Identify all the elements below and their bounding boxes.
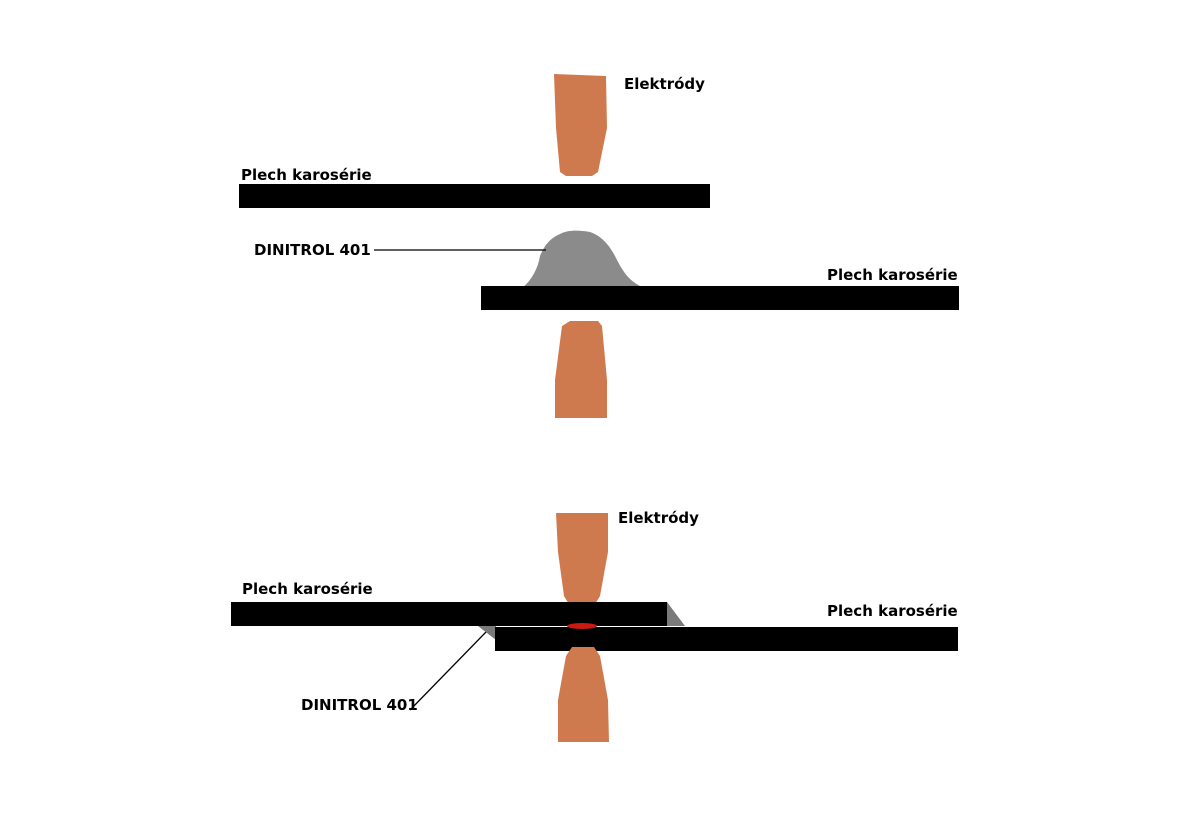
bottom-lower-sheet [495,627,958,651]
bottom-sealant-label: DINITROL 401 [301,696,418,714]
bottom-diagram: Elektródy Plech karosérie Plech karoséri… [231,509,958,742]
top-sealant-label: DINITROL 401 [254,241,371,259]
bottom-upper-electrode [556,513,608,606]
bottom-electrodes-label: Elektródy [618,509,699,527]
top-upper-sheet [239,184,710,208]
bottom-weld-contact-zone [562,604,602,612]
top-upper-sheet-label: Plech karosérie [241,166,372,184]
bottom-lower-electrode [558,647,609,742]
top-lower-electrode [555,321,607,418]
top-upper-electrode [554,74,607,176]
top-diagram: Elektródy Plech karosérie DINITROL 401 P… [239,74,959,418]
bottom-lower-sheet-label: Plech karosérie [827,602,958,620]
top-lower-sheet-label: Plech karosérie [827,266,958,284]
bottom-upper-sheet [231,602,667,626]
bottom-sealant-film-left [478,626,496,640]
top-electrodes-label: Elektródy [624,75,705,93]
top-lower-sheet [481,286,959,310]
bottom-sealant-film-right [667,602,685,626]
bottom-upper-sheet-label: Plech karosérie [242,580,373,598]
top-sealant-bead [522,230,642,288]
bottom-sealant-leader [409,631,487,711]
bottom-weld-nugget [567,623,597,629]
